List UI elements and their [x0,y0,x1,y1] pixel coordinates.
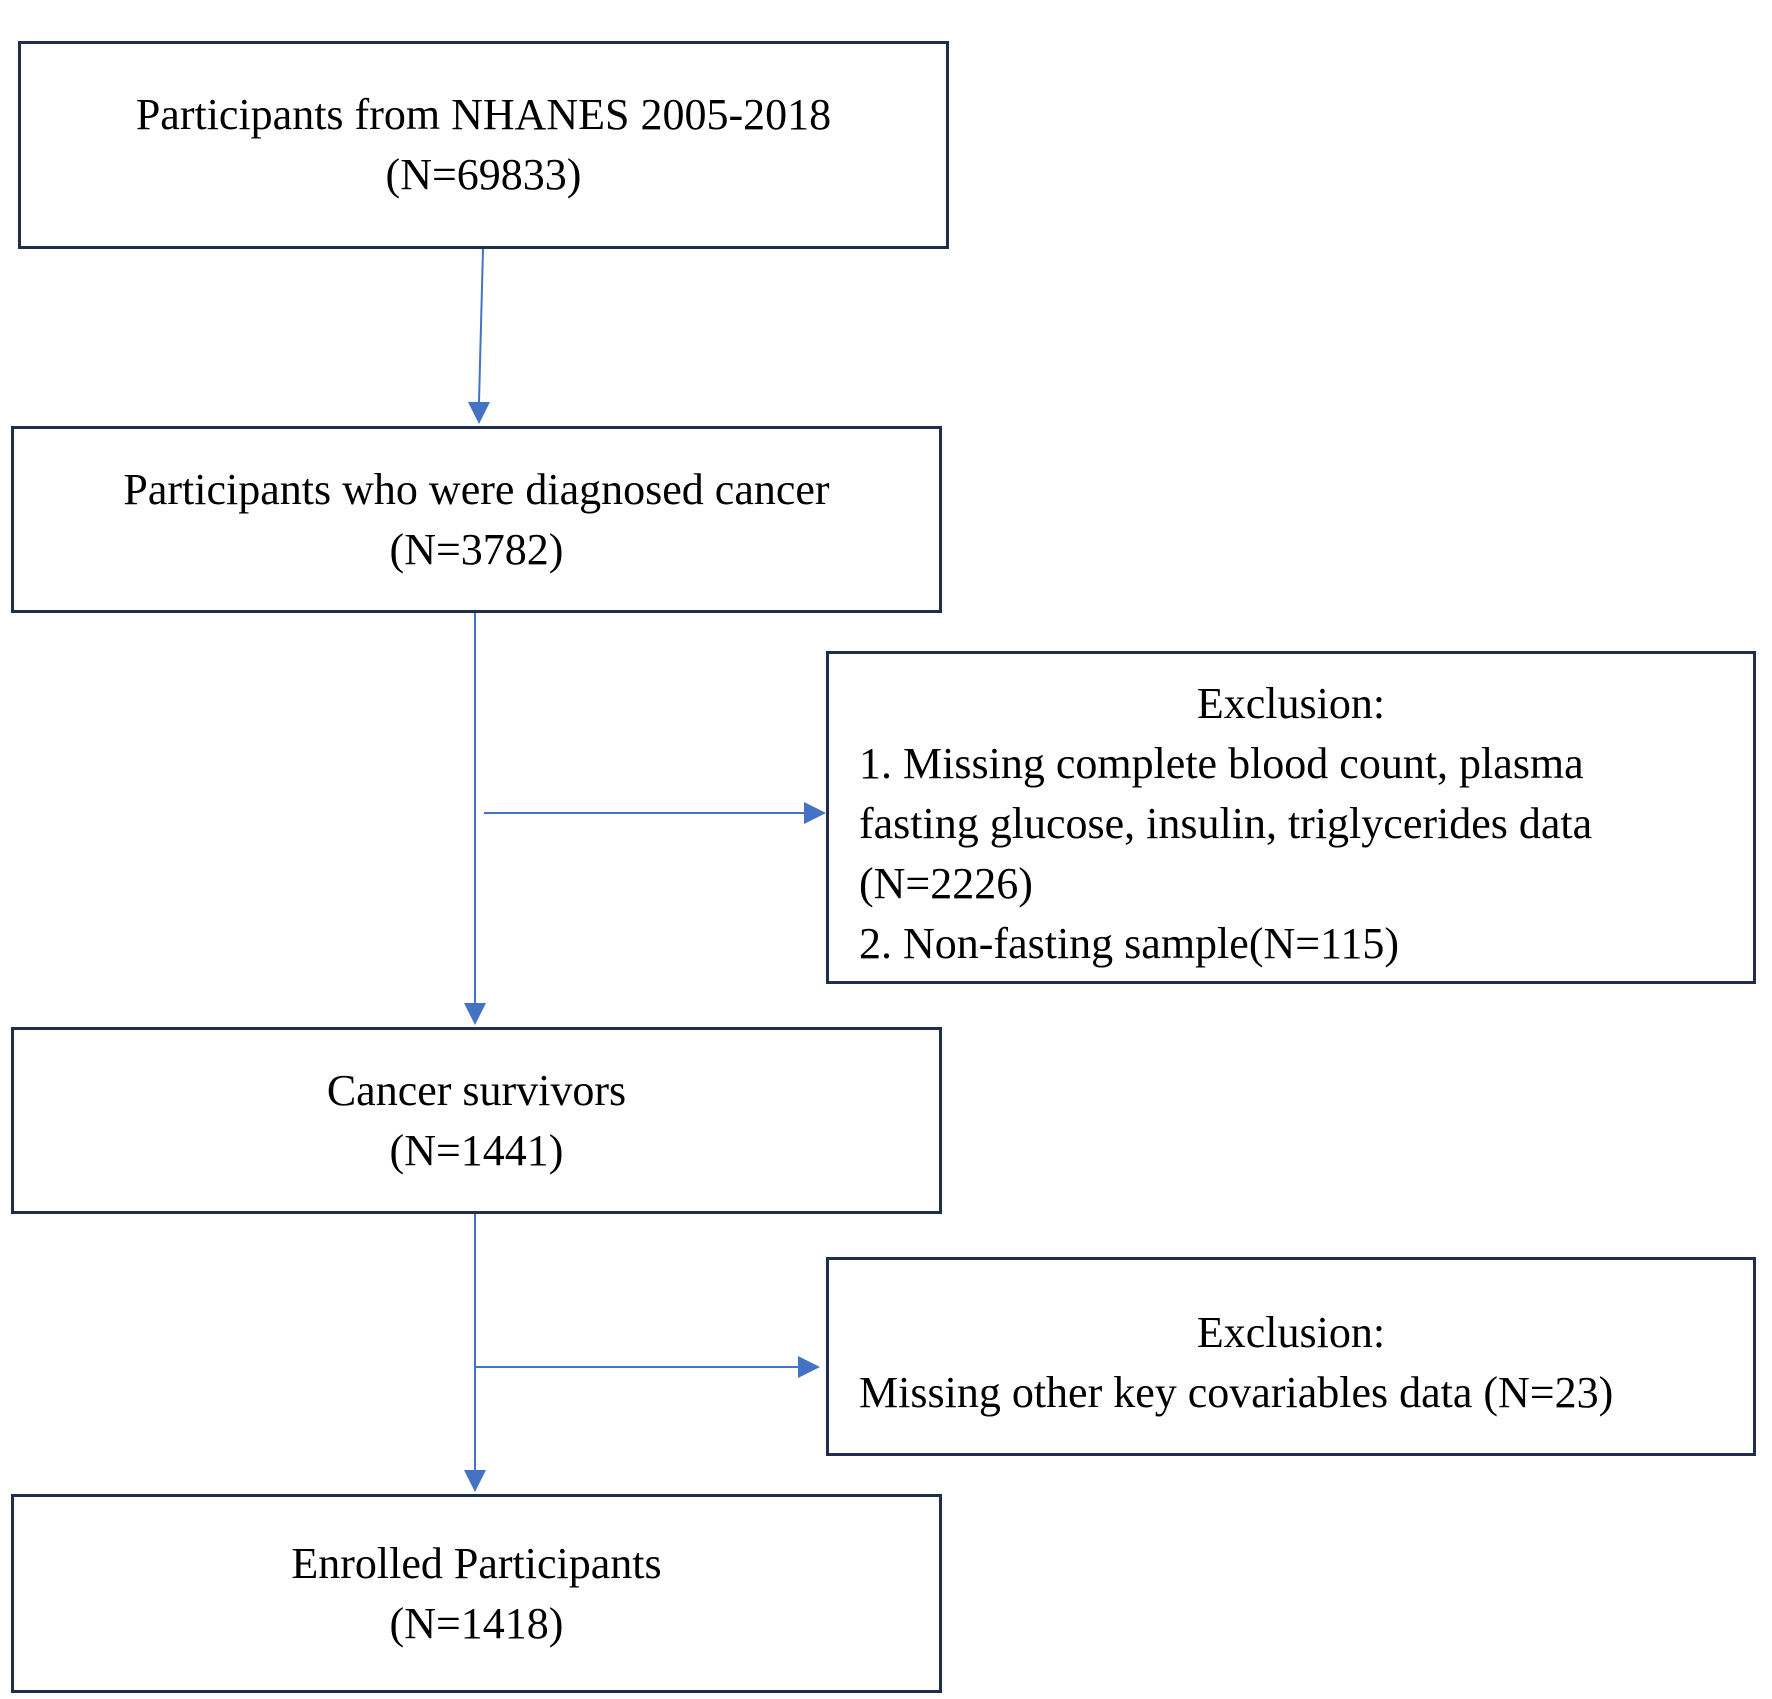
exclusion-item-1-line-2: fasting glucose, insulin, triglycerides … [859,799,1593,848]
exclusion-item-1-line-1: 1. Missing complete blood count, plasma [859,739,1584,788]
exclusion-title: Exclusion: [1196,679,1386,728]
exclusion-item-1-line-3: (N=2226) [859,859,1033,908]
arrow-to-exclusion1 [484,802,826,824]
exclusion-box-2: Exclusion: Missing other key covariables… [826,1257,1756,1456]
arrow-step2-to-step3 [464,613,486,1025]
step-label: Participants who were diagnosed cancer [123,464,830,514]
step-count: (N=69833) [385,150,582,199]
exclusion-box-1: Exclusion: 1. Missing complete blood cou… [826,651,1756,984]
arrow-step3-to-step4 [464,1214,486,1492]
step-count: (N=1441) [389,1125,564,1175]
exclusion-title: Exclusion: [1196,1308,1386,1357]
step-label: Cancer survivors [326,1065,627,1115]
step-label: Participants from NHANES 2005-2018 [135,90,832,139]
step-enrolled-participants: Enrolled Participants (N=1418) [11,1494,942,1693]
step-diagnosed-cancer: Participants who were diagnosed cancer (… [11,426,942,613]
step-count: (N=3782) [389,524,564,574]
step-label: Enrolled Participants [291,1538,662,1588]
arrow-step1-to-step2 [468,248,490,424]
step-cancer-survivors: Cancer survivors (N=1441) [11,1027,942,1214]
exclusion-item-2: 2. Non-fasting sample(N=115) [859,919,1400,968]
step-participants-nhanes: Participants from NHANES 2005-2018 (N=69… [18,41,949,249]
arrow-to-exclusion2 [475,1356,820,1378]
exclusion-item-1: Missing other key covariables data (N=23… [859,1368,1614,1417]
step-count: (N=1418) [389,1598,564,1648]
